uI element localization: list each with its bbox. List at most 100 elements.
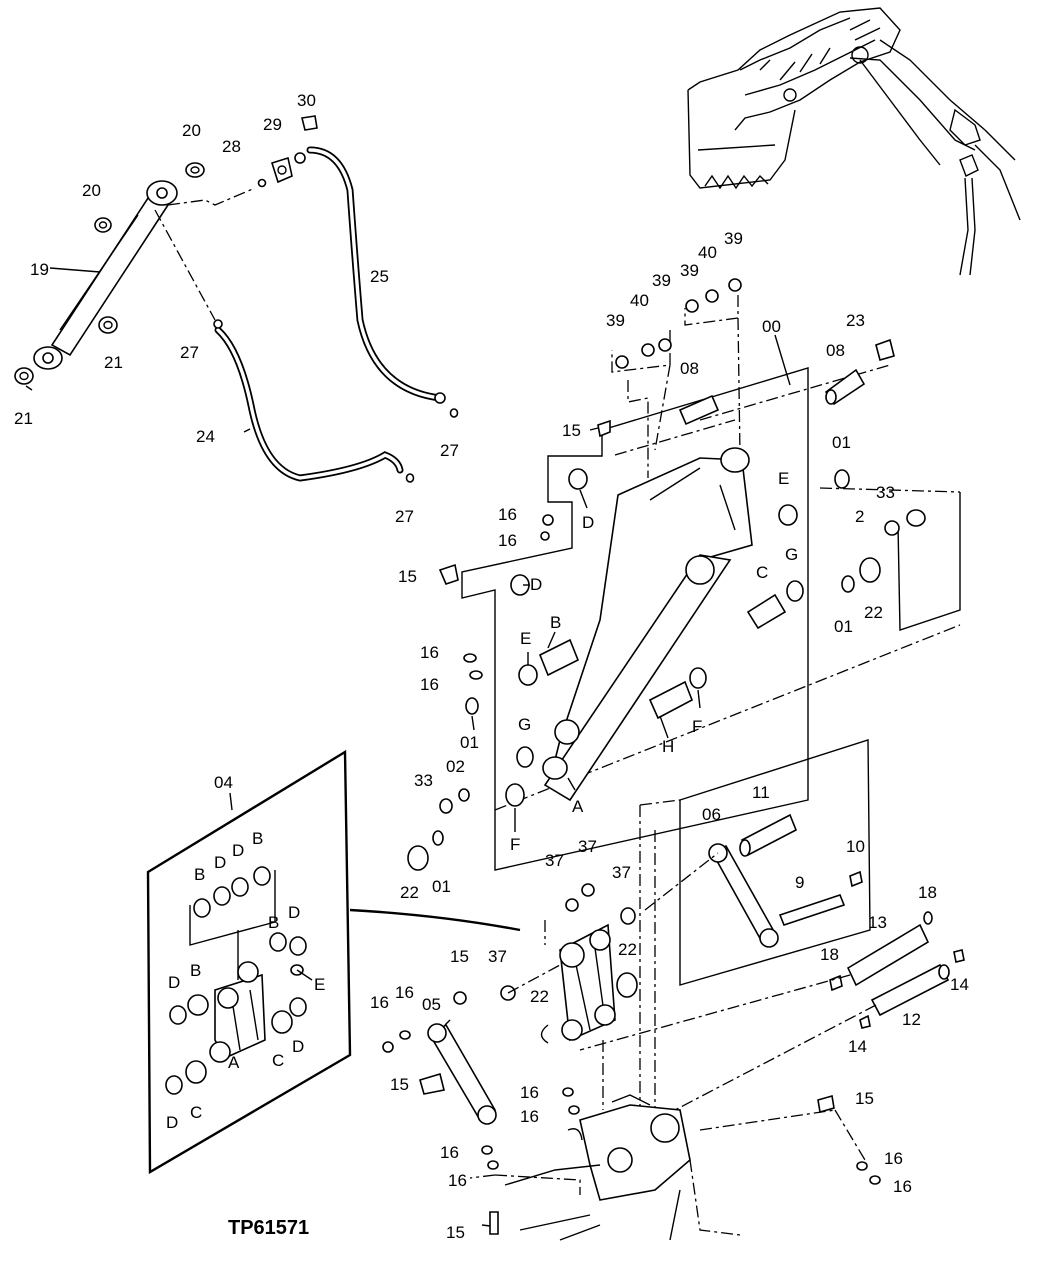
callout-16: 16 bbox=[420, 675, 439, 694]
inset-callout-D: D bbox=[214, 853, 226, 872]
callout-16: 16 bbox=[395, 983, 414, 1002]
callout-16: 16 bbox=[884, 1149, 903, 1168]
callout-16: 16 bbox=[448, 1171, 467, 1190]
callout-B: B bbox=[550, 613, 561, 632]
callout-15: 15 bbox=[398, 567, 417, 586]
inset-callout-A: A bbox=[228, 1053, 240, 1072]
callout-22: 22 bbox=[400, 883, 419, 902]
callout-22: 22 bbox=[618, 940, 637, 959]
callout-18: 18 bbox=[918, 883, 937, 902]
callout-15: 15 bbox=[562, 421, 581, 440]
inset-callout-B: B bbox=[194, 865, 205, 884]
inset-detail-04 bbox=[146, 749, 521, 1175]
boom-arm-assembly bbox=[407, 278, 961, 871]
callout-13: 13 bbox=[868, 913, 887, 932]
callout-39: 39 bbox=[652, 271, 671, 290]
callout-39: 39 bbox=[724, 229, 743, 248]
callout-H: H bbox=[662, 737, 674, 756]
lower-bracket-assembly bbox=[382, 883, 965, 1241]
callout-A: A bbox=[572, 797, 584, 816]
callout-24: 24 bbox=[196, 427, 215, 446]
callout-15: 15 bbox=[446, 1223, 465, 1242]
callout-2: 2 bbox=[855, 507, 864, 526]
inset-callout-D: D bbox=[232, 841, 244, 860]
inset-callout-B: B bbox=[268, 913, 279, 932]
link-06-assembly bbox=[620, 739, 871, 1135]
callout-D: D bbox=[582, 513, 594, 532]
callout-25: 25 bbox=[370, 267, 389, 286]
callout-10: 10 bbox=[846, 837, 865, 856]
callout-D: D bbox=[530, 575, 542, 594]
callout-00: 00 bbox=[762, 317, 781, 336]
callout-G: G bbox=[785, 545, 798, 564]
callout-16: 16 bbox=[420, 643, 439, 662]
callout-23: 23 bbox=[846, 311, 865, 330]
callout-16: 16 bbox=[498, 505, 517, 524]
inset-callout-B: B bbox=[252, 829, 263, 848]
callout-22: 22 bbox=[530, 987, 549, 1006]
drawing-code: TP61571 bbox=[228, 1217, 309, 1239]
callout-16: 16 bbox=[520, 1107, 539, 1126]
inset-callout-D: D bbox=[288, 903, 300, 922]
callout-27: 27 bbox=[440, 441, 459, 460]
inset-callout-D: D bbox=[166, 1113, 178, 1132]
inset-callout-D: D bbox=[168, 973, 180, 992]
callout-12: 12 bbox=[902, 1010, 921, 1029]
callout-21: 21 bbox=[14, 409, 33, 428]
callout-01: 01 bbox=[460, 733, 479, 752]
callout-01: 01 bbox=[832, 433, 851, 452]
callout-28: 28 bbox=[222, 137, 241, 156]
callout-16: 16 bbox=[440, 1143, 459, 1162]
callout-9: 9 bbox=[795, 873, 804, 892]
callout-22: 22 bbox=[864, 603, 883, 622]
callout-30: 30 bbox=[297, 91, 316, 110]
callout-02: 02 bbox=[446, 757, 465, 776]
callout-C: C bbox=[756, 563, 768, 582]
callout-labels: 30 20 20 28 2 9 19 21 21 25 27 27 27 24 3… bbox=[14, 91, 969, 1242]
callout-E: E bbox=[778, 469, 789, 488]
callout-27: 27 bbox=[180, 343, 199, 362]
callout-37: 37 bbox=[578, 837, 597, 856]
callout-15: 15 bbox=[855, 1089, 874, 1108]
callout-16: 16 bbox=[520, 1083, 539, 1102]
callout-27: 27 bbox=[395, 507, 414, 526]
callout-08: 08 bbox=[680, 359, 699, 378]
callout-G: G bbox=[518, 715, 531, 734]
callout-15: 15 bbox=[390, 1075, 409, 1094]
inset-callout-B: B bbox=[190, 961, 201, 980]
inset-callout-C: C bbox=[190, 1103, 202, 1122]
callout-04: 04 bbox=[214, 773, 233, 792]
callout-40: 40 bbox=[698, 243, 717, 262]
callout-16: 16 bbox=[498, 531, 517, 550]
callout-37: 37 bbox=[488, 947, 507, 966]
callout-18: 18 bbox=[820, 945, 839, 964]
callout-39: 39 bbox=[680, 261, 699, 280]
callout-19: 19 bbox=[30, 260, 49, 279]
callout-21: 21 bbox=[104, 353, 123, 372]
callout-15: 15 bbox=[450, 947, 469, 966]
callout-11: 11 bbox=[752, 783, 770, 802]
callout-16: 16 bbox=[893, 1177, 912, 1196]
inset-callout-E: E bbox=[314, 975, 325, 994]
callout-33: 33 bbox=[414, 771, 433, 790]
callout-40: 40 bbox=[630, 291, 649, 310]
callout-14: 14 bbox=[848, 1037, 867, 1056]
callout-20: 20 bbox=[182, 121, 201, 140]
callout-05: 05 bbox=[422, 995, 441, 1014]
callout-01: 01 bbox=[432, 877, 451, 896]
cylinder-hose-assembly bbox=[14, 115, 459, 483]
inset-callout-D: D bbox=[292, 1037, 304, 1056]
callout-14: 14 bbox=[950, 975, 969, 994]
callout-F: F bbox=[692, 717, 702, 736]
callout-F: F bbox=[510, 835, 520, 854]
excavator-illustration bbox=[687, 7, 1021, 276]
callout-16: 16 bbox=[370, 993, 389, 1012]
callout-01: 01 bbox=[834, 617, 853, 636]
inset-callout-C: C bbox=[272, 1051, 284, 1070]
callout-E: E bbox=[520, 629, 531, 648]
callout-39: 39 bbox=[606, 311, 625, 330]
callout-37: 37 bbox=[612, 863, 631, 882]
callout-33: 33 bbox=[876, 483, 895, 502]
callout-20: 20 bbox=[82, 181, 101, 200]
